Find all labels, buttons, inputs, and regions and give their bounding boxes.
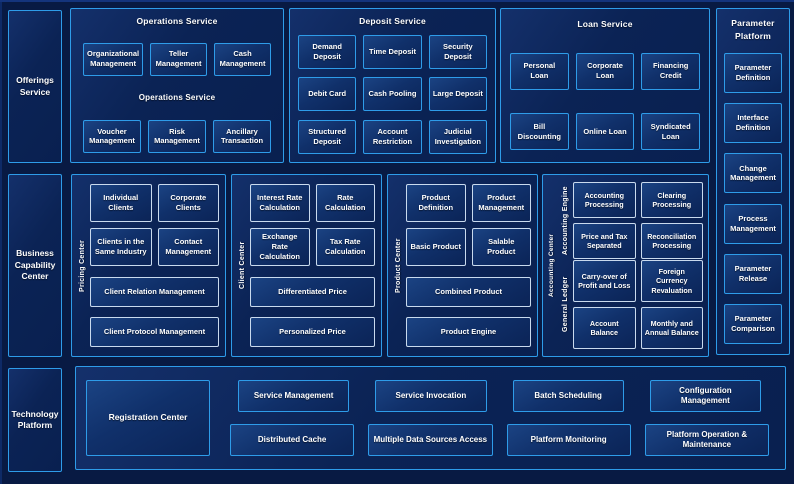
node-parameter-release: Parameter Release [724, 253, 782, 294]
node-voucher-management: Voucher Management [83, 119, 141, 153]
node-risk-management: Risk Management [148, 119, 206, 153]
node-personalized-price: Personalized Price [250, 317, 375, 347]
node-large-deposit: Large Deposit [428, 77, 487, 112]
node-online-loan: Online Loan [575, 113, 635, 150]
node-demand-deposit: Demand Deposit [298, 34, 357, 69]
node-service-management: Service Management [238, 380, 350, 412]
node-foreign-currency-revaluation: Foreign Currency Revaluation [640, 260, 703, 302]
accounting-engine-label: Accounting Engine [562, 186, 569, 255]
product-center-panel: Product Center Product Definition Produc… [387, 174, 538, 357]
node-clearing-processing: Clearing Processing [640, 182, 703, 218]
sidebar-technology-platform: Technology Platform [8, 368, 62, 472]
node-differentiated-price: Differentiated Price [250, 276, 375, 307]
node-judicial-investigation: Judicial Investigation [428, 119, 487, 154]
node-change-management: Change Management [724, 153, 782, 194]
node-clients-same-industry: Clients in the Same Industry [90, 228, 152, 266]
sidebar-business-capability-center: Business Capability Center [8, 174, 62, 357]
general-ledger-label: General Ledger [562, 276, 569, 333]
node-account-restriction: Account Restriction [363, 119, 422, 154]
node-contact-management: Contact Management [157, 228, 219, 266]
node-batch-scheduling: Batch Scheduling [512, 380, 624, 412]
node-tax-rate-calculation: Tax Rate Calculation [315, 228, 375, 266]
node-structured-deposit: Structured Deposit [298, 119, 357, 154]
product-center-label: Product Center [395, 238, 402, 293]
deposit-service-title: Deposit Service [359, 16, 426, 26]
operations-service-panel: Operations Service Organizational Manage… [70, 8, 284, 163]
sidebar-offerings-service: Offerings Service [8, 10, 62, 163]
node-parameter-comparison: Parameter Comparison [724, 304, 782, 344]
accounting-center-label: Accounting Center [548, 233, 555, 298]
technology-platform-panel: Registration Center Service Management S… [75, 366, 786, 470]
node-personal-loan: Personal Loan [510, 52, 569, 90]
node-product-management: Product Management [471, 184, 531, 222]
node-client-protocol-management: Client Protocol Management [90, 317, 219, 347]
node-account-balance: Account Balance [573, 307, 636, 349]
pricing-center-label: Pricing Center [79, 239, 86, 292]
loan-service-title: Loan Service [577, 19, 633, 29]
operations-service-subtitle: Operations Service [138, 93, 216, 103]
node-accounting-processing: Accounting Processing [573, 182, 636, 218]
node-ancillary-transaction: Ancillary Transaction [213, 119, 271, 153]
node-parameter-definition: Parameter Definition [724, 52, 782, 93]
node-distributed-cache: Distributed Cache [230, 424, 355, 456]
node-bill-discounting: Bill Discounting [510, 113, 569, 150]
client-center-label: Client Center [239, 241, 246, 290]
node-platform-operation-maintenance: Platform Operation & Maintenance [644, 424, 769, 456]
node-financing-credit: Financing Credit [641, 52, 701, 90]
node-interface-definition: Interface Definition [724, 103, 782, 143]
node-debit-card: Debit Card [298, 77, 357, 112]
node-reconciliation-processing: Reconciliation Processing [640, 223, 703, 259]
node-salable-product: Salable Product [471, 228, 531, 266]
node-teller-management: Teller Management [150, 42, 208, 76]
node-individual-clients: Individual Clients [90, 184, 152, 222]
node-client-relation-management: Client Relation Management [90, 276, 219, 307]
node-organizational-management: Organizational Management [83, 42, 144, 76]
pricing-center-panel: Pricing Center Individual Clients Corpor… [71, 174, 226, 357]
node-rate-calculation: Rate Calculation [315, 184, 375, 222]
node-carry-over-profit-loss: Carry-over of Profit and Loss [573, 260, 636, 302]
node-process-management: Process Management [724, 203, 782, 244]
node-syndicated-loan: Syndicated Loan [641, 113, 701, 150]
node-interest-rate-calculation: Interest Rate Calculation [250, 184, 310, 222]
loan-service-panel: Loan Service Personal Loan Corporate Loa… [500, 8, 710, 163]
accounting-center-panel: Accounting Center Accounting Engine Acco… [542, 174, 709, 357]
node-registration-center: Registration Center [86, 380, 210, 456]
node-platform-monitoring: Platform Monitoring [506, 424, 631, 456]
node-corporate-clients: Corporate Clients [157, 184, 219, 222]
node-service-invocation: Service Invocation [375, 380, 487, 412]
node-monthly-annual-balance: Monthly and Annual Balance [640, 307, 703, 349]
operations-service-title: Operations Service [136, 16, 218, 26]
node-price-and-tax-separated: Price and Tax Separated [573, 223, 636, 259]
node-time-deposit: Time Deposit [363, 34, 422, 69]
node-combined-product: Combined Product [406, 276, 531, 307]
node-security-deposit: Security Deposit [428, 34, 487, 69]
node-product-engine: Product Engine [406, 317, 531, 347]
node-cash-pooling: Cash Pooling [363, 77, 422, 112]
node-basic-product: Basic Product [406, 228, 466, 266]
deposit-service-panel: Deposit Service Demand Deposit Time Depo… [289, 8, 496, 163]
node-corporate-loan: Corporate Loan [575, 52, 635, 90]
node-cash-management: Cash Management [214, 42, 271, 76]
node-configuration-management: Configuration Management [649, 380, 761, 412]
parameter-platform-title: Parameter Platform [731, 18, 775, 41]
parameter-platform-panel: Parameter Platform Parameter Definition … [716, 8, 790, 355]
client-center-panel: Client Center Interest Rate Calculation … [231, 174, 382, 357]
node-product-definition: Product Definition [406, 184, 466, 222]
node-multiple-data-sources-access: Multiple Data Sources Access [368, 424, 493, 456]
node-exchange-rate-calculation: Exchange Rate Calculation [250, 228, 310, 266]
